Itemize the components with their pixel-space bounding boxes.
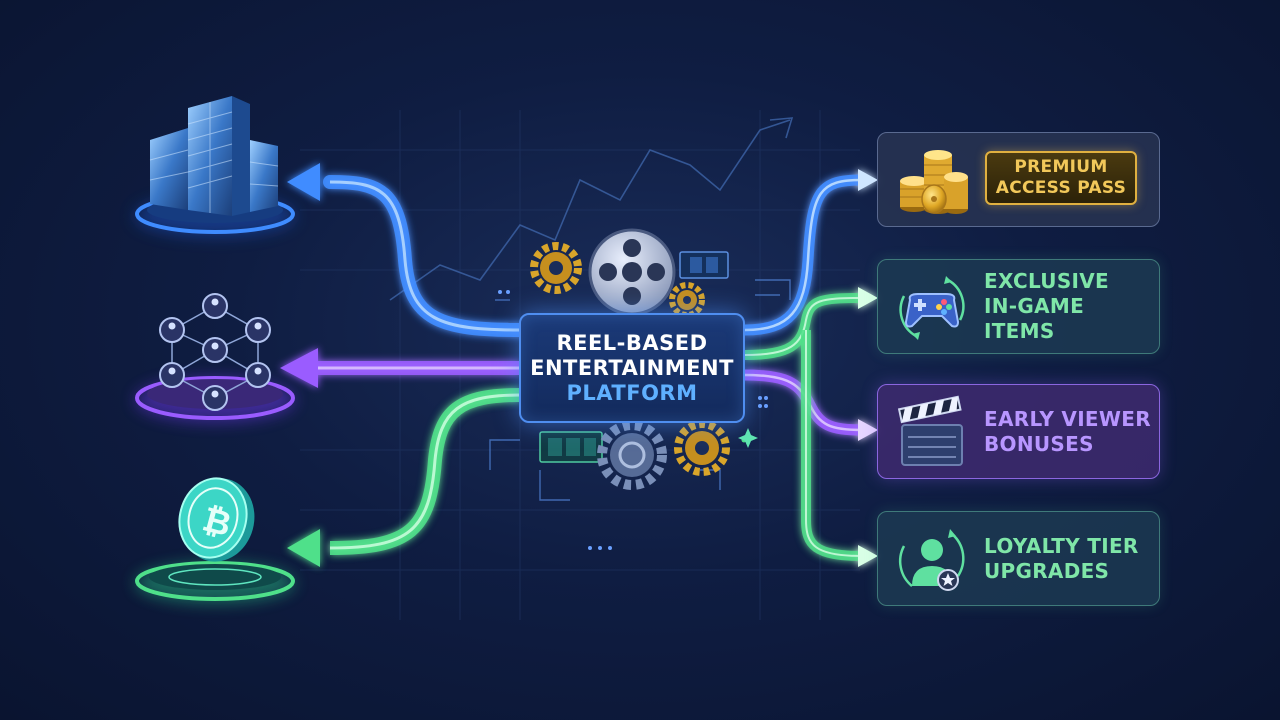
gold-gear-icon [530, 242, 582, 294]
film-strip-icon [539, 431, 603, 463]
badge-line1: PREMIUM [1014, 157, 1108, 177]
premium-access-pass-badge: PREMIUM ACCESS PASS [985, 151, 1137, 205]
clapperboard-icon [897, 395, 963, 466]
sparkle-icon [738, 428, 758, 448]
gold-coins-icon [900, 150, 968, 214]
reward-card-early-viewer: EARLY VIEWER BONUSES [877, 384, 1160, 479]
platform-hub: REEL-BASED ENTERTAINMENT PLATFORM [519, 313, 745, 423]
reward-card-loyalty-tier: LOYALTY TIER UPGRADES [877, 511, 1160, 606]
badge-line2: ACCESS PASS [995, 178, 1127, 198]
platform-title-line1: REEL-BASED [556, 330, 708, 355]
user-network-icon [135, 293, 295, 422]
platform-title-line2: ENTERTAINMENT [530, 355, 734, 380]
reward-label-line1: EARLY VIEWER [984, 406, 1151, 431]
film-strip-icon [679, 251, 729, 279]
reward-label-line1: LOYALTY TIER [984, 533, 1139, 558]
trend-line-decoration [389, 117, 794, 301]
steel-gear-icon [597, 420, 667, 490]
user-star-icon [898, 529, 965, 591]
blue-flow [287, 163, 878, 337]
crypto-coin-icon: ₿ [135, 477, 295, 603]
gold-gear-icon [674, 420, 730, 476]
purple-flow [280, 348, 878, 441]
gold-gear-icon [669, 282, 705, 318]
reward-label-line2: UPGRADES [984, 558, 1110, 583]
reward-label-line1: EXCLUSIVE [984, 269, 1110, 293]
film-reel-icon [588, 228, 676, 316]
game-controller-icon [899, 276, 965, 340]
reward-card-exclusive-items: EXCLUSIVE IN-GAME ITEMS [877, 259, 1160, 354]
platform-title-line3: PLATFORM [566, 380, 698, 405]
reward-label-line2: BONUSES [984, 431, 1094, 456]
office-building-icon [135, 96, 295, 236]
green-flow [287, 287, 878, 567]
reward-label-line2: IN-GAME ITEMS [984, 294, 1085, 343]
